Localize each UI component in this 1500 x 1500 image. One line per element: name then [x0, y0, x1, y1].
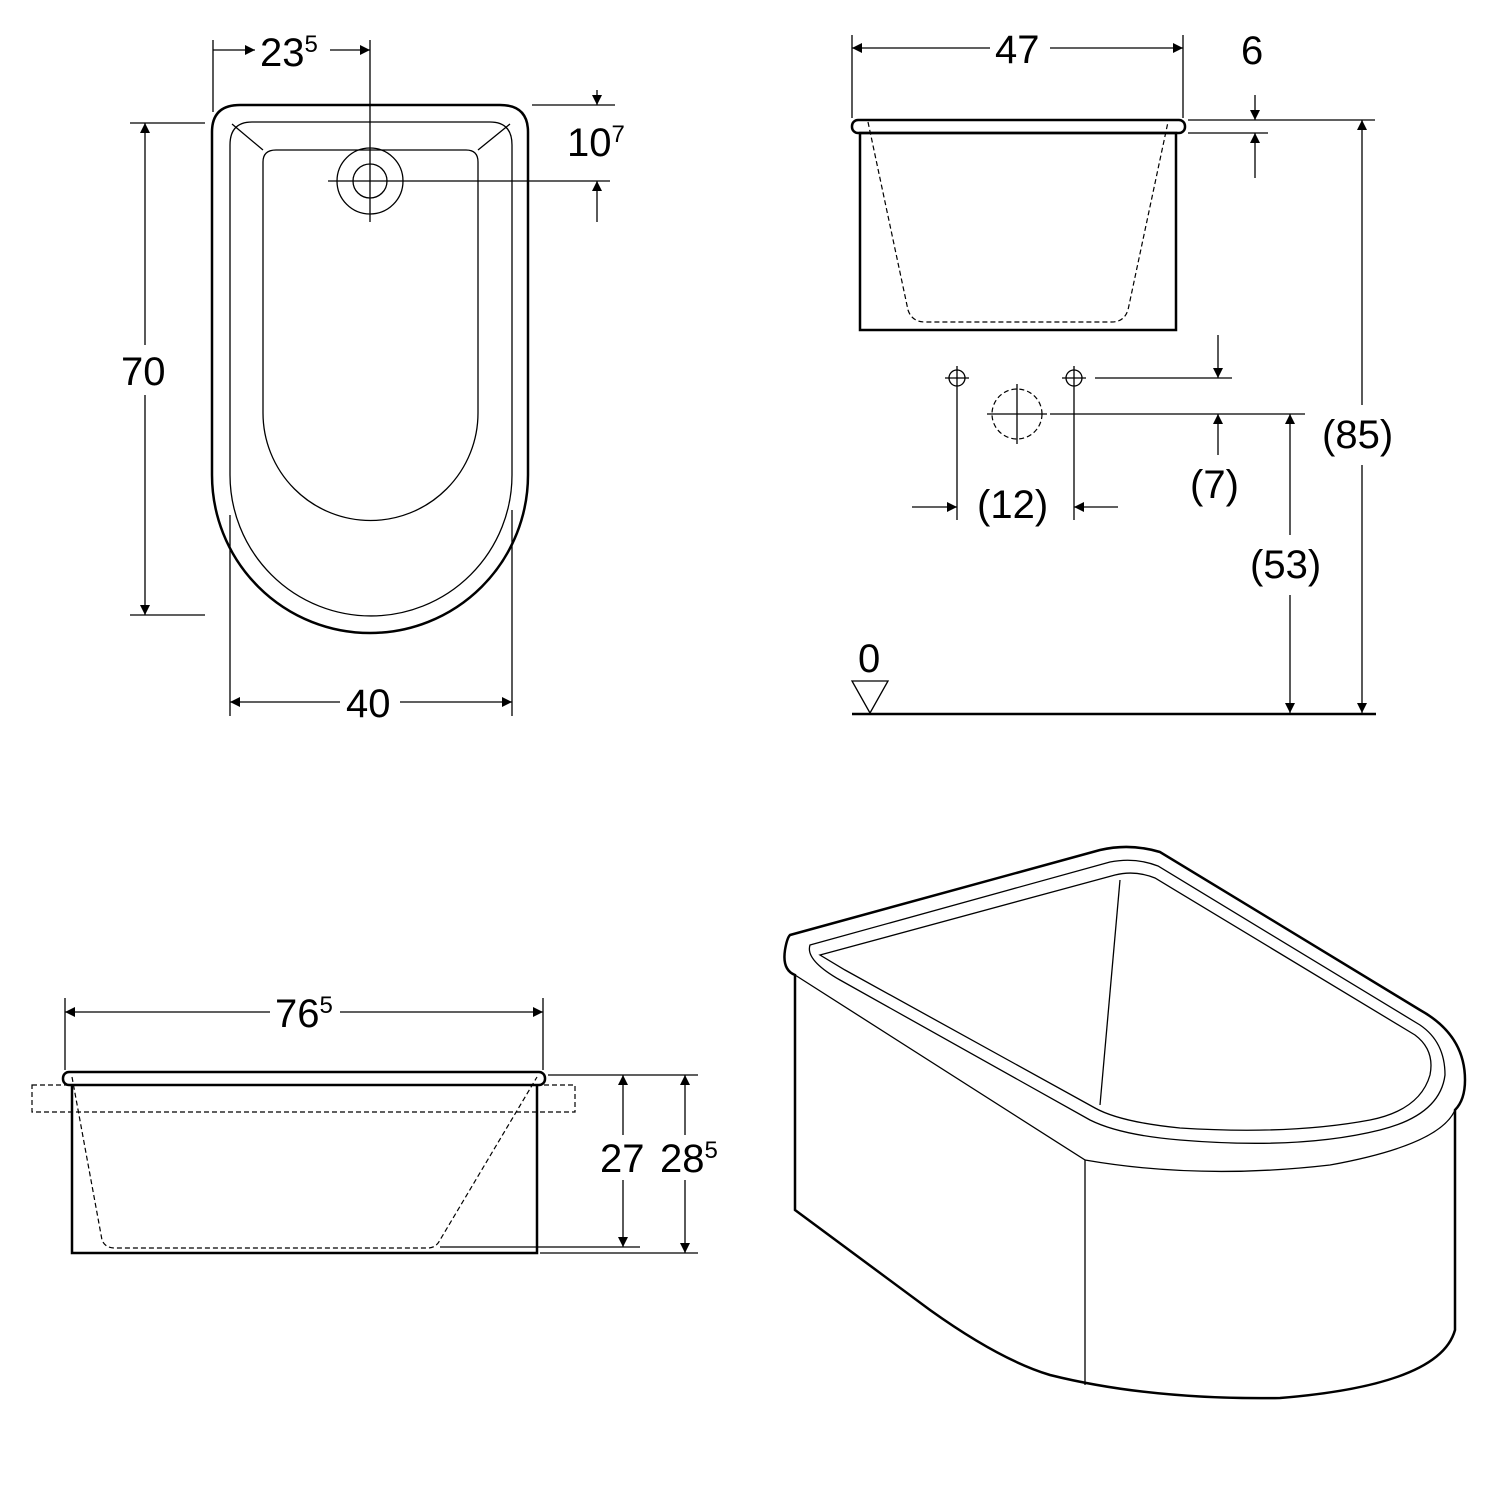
dim-drain-offset: 107: [567, 121, 625, 165]
floor-level-icon: [850, 680, 890, 715]
dim-width-to-drain: 235: [260, 31, 318, 75]
outlet-small-left-icon: [945, 366, 969, 390]
dim-width: 47: [995, 28, 1040, 72]
plan-view: 235 107 70 40: [120, 31, 625, 726]
front-view: 47 6 (85) (7) (12) (53) 0: [850, 28, 1393, 716]
dim-width: 40: [346, 682, 391, 726]
side-view: 765 27 285: [31, 992, 718, 1255]
dim-total-height: (85): [1322, 413, 1393, 457]
outlet-drain-icon: [987, 384, 1047, 444]
dim-length: 765: [275, 992, 333, 1036]
dim-outlet-offset: (7): [1190, 463, 1239, 507]
dim-inner-height: 27: [600, 1137, 645, 1181]
dim-outlet-height: (53): [1250, 543, 1321, 587]
isometric-view: [783, 845, 1467, 1400]
dim-depth: 70: [121, 350, 166, 394]
dim-outer-height: 285: [660, 1137, 718, 1181]
dim-rim: 6: [1241, 29, 1263, 73]
floor-level-label: 0: [858, 637, 880, 681]
dim-outlet-spacing: (12): [977, 483, 1048, 527]
outlet-small-right-icon: [1062, 366, 1086, 390]
